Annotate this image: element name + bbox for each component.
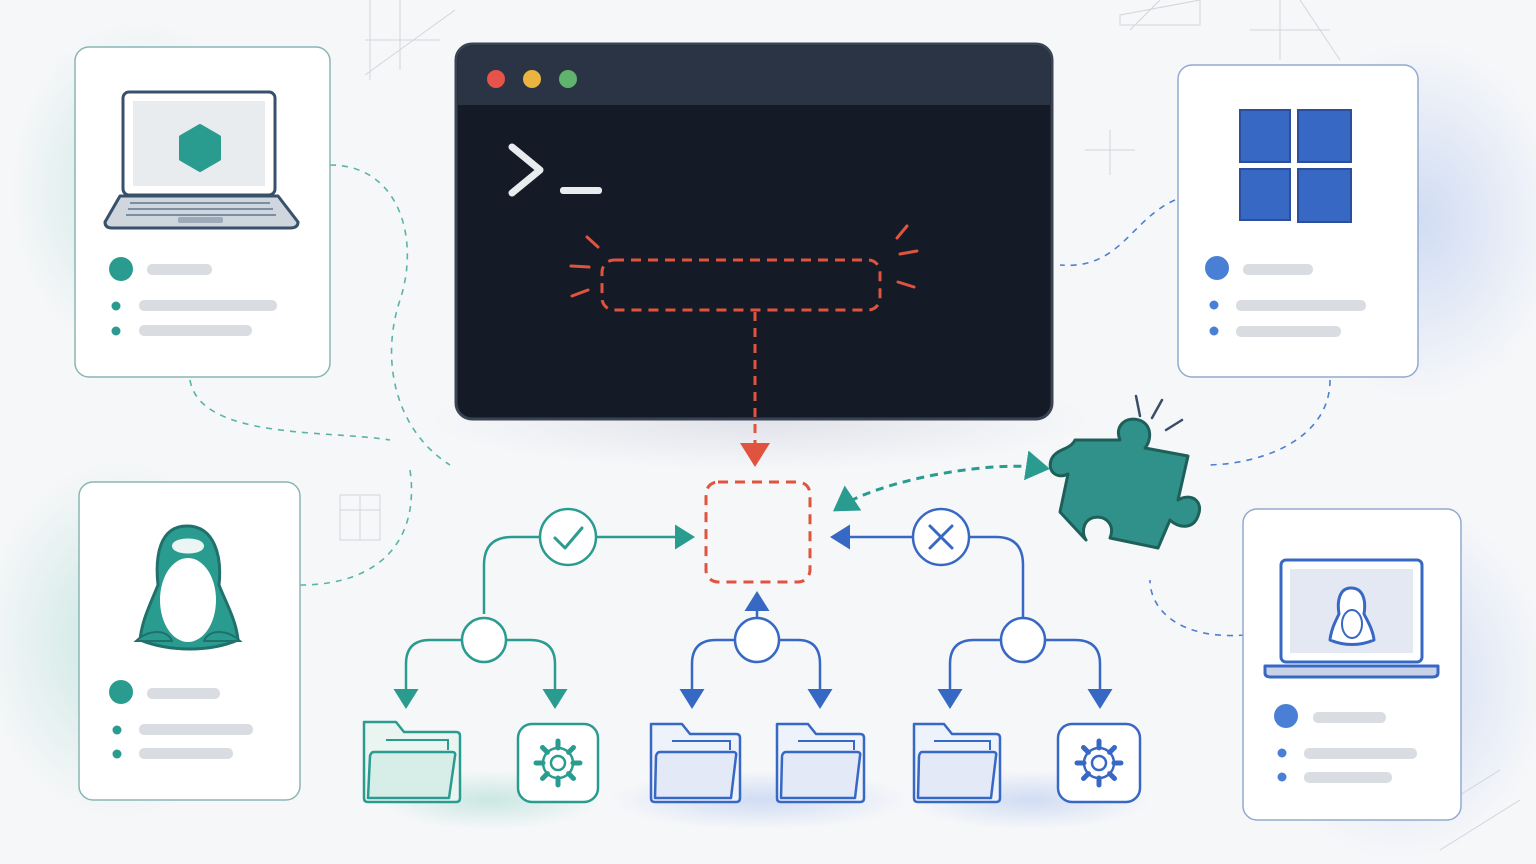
folder-icon[interactable] xyxy=(775,722,866,804)
folder-icon[interactable] xyxy=(912,722,1002,804)
device-card-windows[interactable] xyxy=(1177,64,1419,378)
branch-failure xyxy=(830,524,1113,709)
highlighted-input-region[interactable] xyxy=(600,258,882,312)
target-box[interactable] xyxy=(704,480,812,584)
connector-linux-card xyxy=(299,469,413,586)
branch-node[interactable] xyxy=(460,616,508,664)
folder-icon[interactable] xyxy=(362,720,462,804)
sketch-lines xyxy=(339,0,1521,851)
windows-logo-icon xyxy=(1239,109,1352,223)
folder-icon[interactable] xyxy=(649,722,742,804)
close-dot[interactable] xyxy=(487,70,505,88)
card-connectors xyxy=(189,164,1331,637)
device-card-linux[interactable] xyxy=(78,481,301,801)
cursor-underscore xyxy=(560,187,602,194)
connector-laptop-card-lower xyxy=(189,379,391,441)
terminal-window[interactable] xyxy=(454,42,1054,467)
gear-icon[interactable] xyxy=(516,722,600,804)
cross-icon[interactable] xyxy=(911,507,971,567)
branch-node[interactable] xyxy=(733,616,781,664)
maximize-dot[interactable] xyxy=(559,70,577,88)
gear-icon[interactable] xyxy=(1056,722,1142,804)
laptop-icon xyxy=(1263,558,1440,679)
minimize-dot[interactable] xyxy=(523,70,541,88)
laptop-icon xyxy=(103,90,300,230)
attention-rays xyxy=(569,224,919,298)
connector-windows-card-lower xyxy=(1204,379,1331,466)
linux-penguin-icon xyxy=(133,524,243,651)
branch-node[interactable] xyxy=(999,616,1047,664)
puzzle-piece-icon[interactable] xyxy=(1048,394,1201,550)
connector-windows-card xyxy=(1059,199,1176,267)
device-card-laptop[interactable] xyxy=(74,46,331,378)
device-card-linux-laptop[interactable] xyxy=(1242,508,1462,821)
hexagon-icon xyxy=(179,124,221,172)
branch-middle xyxy=(679,591,833,709)
bidirectional-link xyxy=(833,450,1050,512)
branch-success xyxy=(393,524,695,709)
linux-penguin-icon xyxy=(1328,586,1376,646)
prompt-chevron-icon xyxy=(508,143,544,197)
check-icon[interactable] xyxy=(538,507,598,567)
connector-linux-laptop-card xyxy=(1149,579,1246,637)
